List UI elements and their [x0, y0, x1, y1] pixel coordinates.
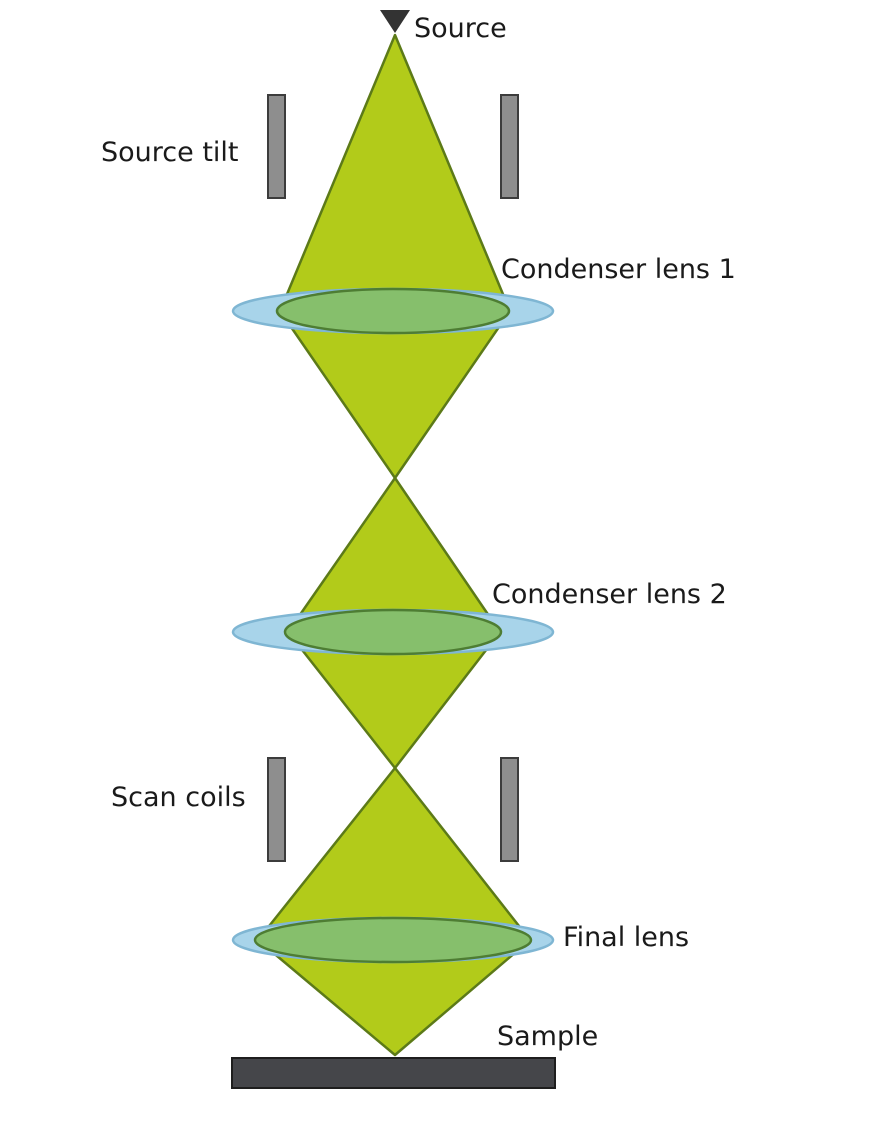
- final-lens: [231, 916, 555, 964]
- label-final-lens: Final lens: [563, 922, 689, 953]
- source-tilt-plate-right: [500, 94, 519, 199]
- source-marker-icon: [380, 10, 410, 33]
- label-sample: Sample: [497, 1021, 598, 1052]
- condenser-lens-1: [231, 287, 555, 335]
- condenser-lens-2: [231, 608, 555, 656]
- source-tilt-plate-left: [267, 94, 286, 199]
- condenser-lens-2-inner: [283, 608, 503, 656]
- scan-coil-right: [500, 757, 519, 862]
- condenser-lens-1-inner: [275, 287, 511, 335]
- label-source: Source: [414, 13, 507, 44]
- beam-cone-upper: [278, 33, 512, 313]
- label-condenser-lens-1: Condenser lens 1: [501, 254, 736, 285]
- label-source-tilt: Source tilt: [101, 137, 239, 168]
- label-scan-coils: Scan coils: [111, 782, 246, 813]
- beam-cone-lower: [256, 766, 532, 942]
- beam-cone-upper-converging: [278, 309, 512, 480]
- label-condenser-lens-2: Condenser lens 2: [492, 579, 727, 610]
- electron-beam: [256, 33, 532, 1057]
- scan-coil-left: [267, 757, 286, 862]
- final-lens-inner: [253, 916, 533, 964]
- sample-stage: [231, 1057, 556, 1089]
